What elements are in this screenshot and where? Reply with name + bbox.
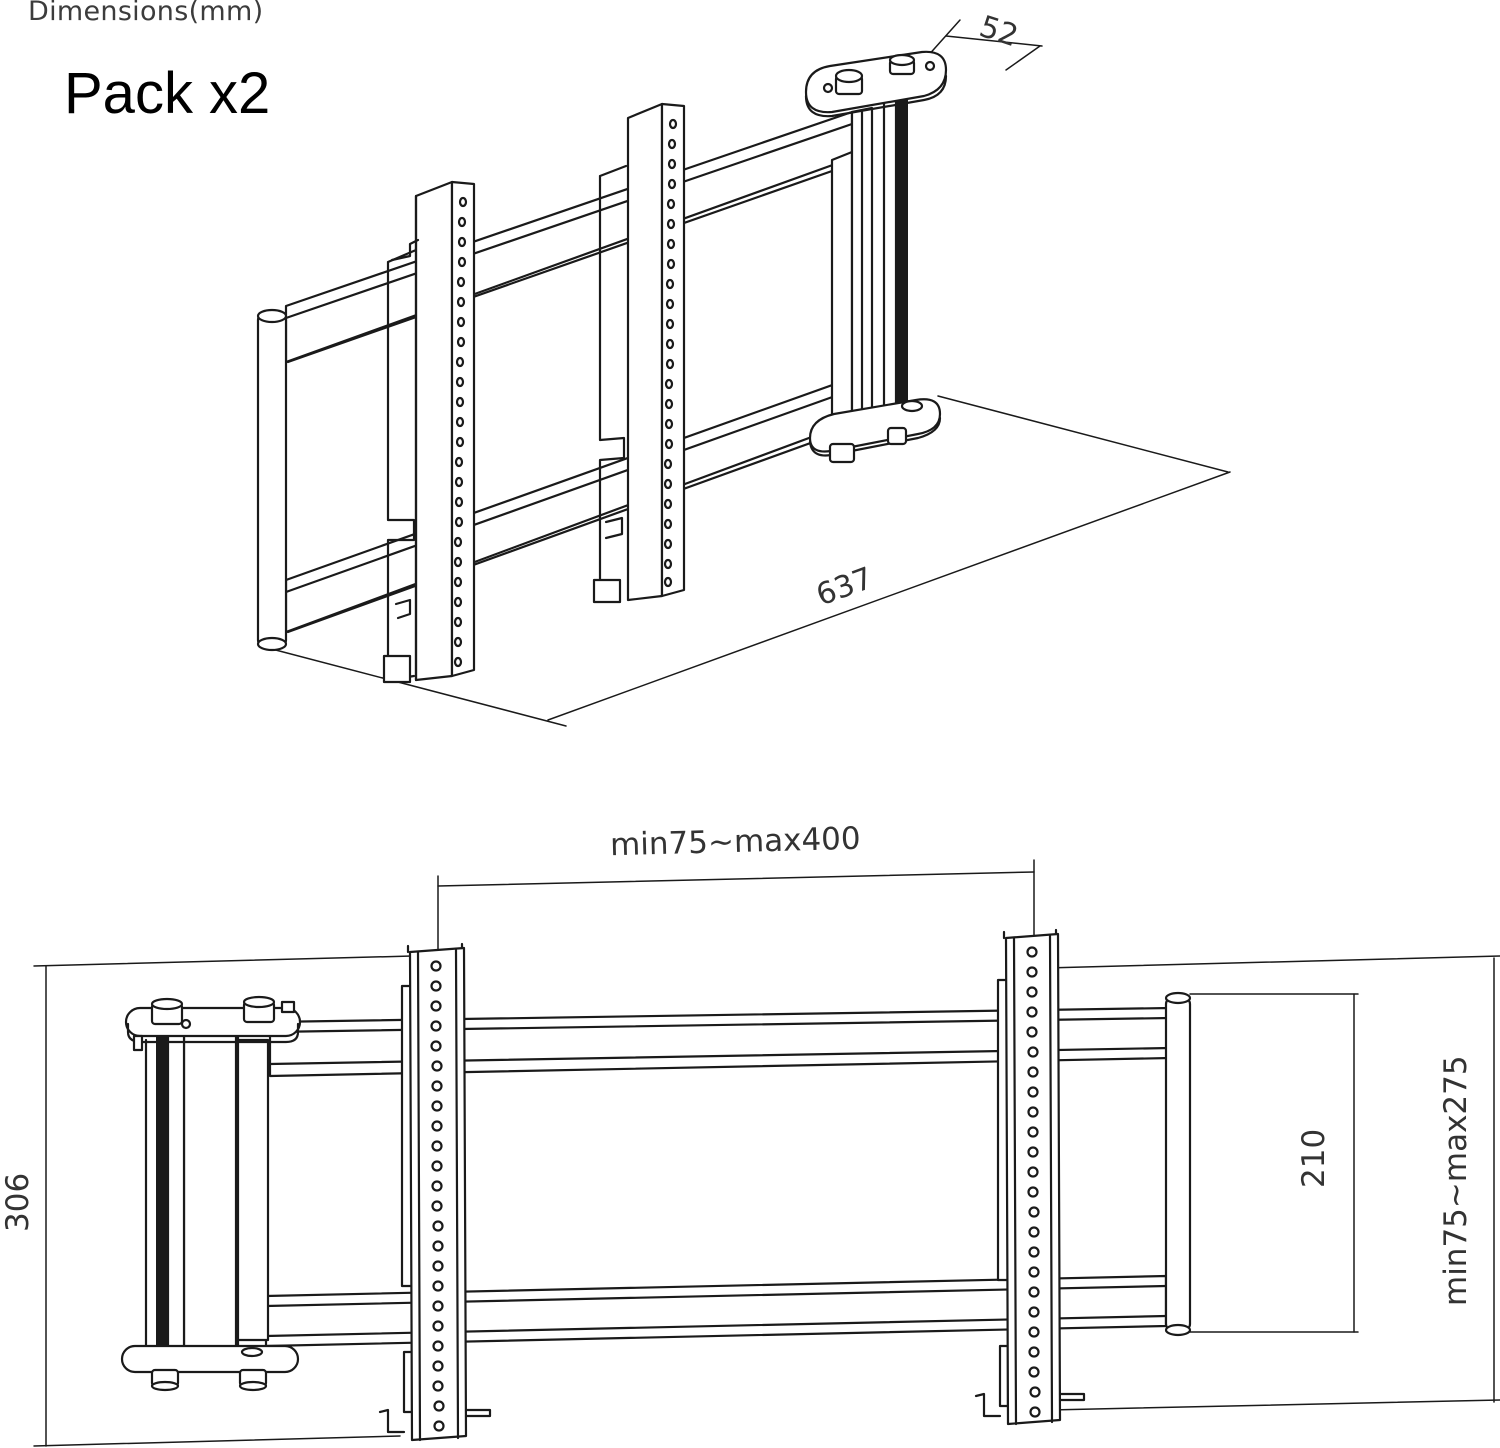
front-adjust-label: min75~max275 bbox=[1438, 1055, 1474, 1306]
front-rail-label: 210 bbox=[1296, 1129, 1332, 1188]
iso-length-label: 637 bbox=[812, 561, 878, 613]
front-height-label: 306 bbox=[0, 1173, 36, 1232]
front-left-bracket bbox=[378, 942, 492, 1442]
front-top-plate bbox=[124, 995, 302, 1052]
iso-depth-label: 52 bbox=[975, 9, 1022, 54]
iso-upper-rail bbox=[284, 110, 854, 364]
units-label: Dimensions(mm) bbox=[28, 0, 264, 27]
iso-threaded-rod bbox=[882, 90, 908, 414]
iso-lower-rail bbox=[284, 376, 854, 634]
front-left-bracket-holes bbox=[430, 960, 445, 1432]
iso-left-bracket bbox=[382, 180, 476, 684]
front-threaded-rod bbox=[144, 1030, 186, 1354]
front-view: min75~max400 306 210 min75~max275 bbox=[0, 821, 1500, 1447]
iso-left-bracket-holes bbox=[453, 196, 468, 668]
front-left-frame bbox=[182, 1032, 270, 1358]
front-bottom-plate bbox=[120, 1344, 300, 1392]
iso-length-dimension bbox=[267, 395, 1231, 727]
front-width-label: min75~max400 bbox=[610, 821, 861, 864]
front-right-bracket-holes bbox=[1026, 946, 1041, 1418]
iso-view: 52 637 bbox=[256, 9, 1231, 727]
iso-top-plate bbox=[804, 50, 948, 118]
iso-right-bracket bbox=[592, 102, 686, 604]
pack-label: Pack x2 bbox=[64, 61, 271, 126]
iso-right-bracket-holes bbox=[663, 118, 678, 588]
front-right-end-cap bbox=[1164, 991, 1192, 1337]
front-width-dimension bbox=[437, 859, 1035, 959]
front-adjust-dimension bbox=[1045, 955, 1500, 1411]
front-height-dimension bbox=[33, 955, 413, 1447]
front-right-bracket bbox=[974, 928, 1086, 1426]
front-rail-dimension bbox=[1189, 993, 1359, 1333]
iso-left-end-cap bbox=[256, 308, 288, 652]
iso-bottom-plate bbox=[808, 398, 942, 464]
